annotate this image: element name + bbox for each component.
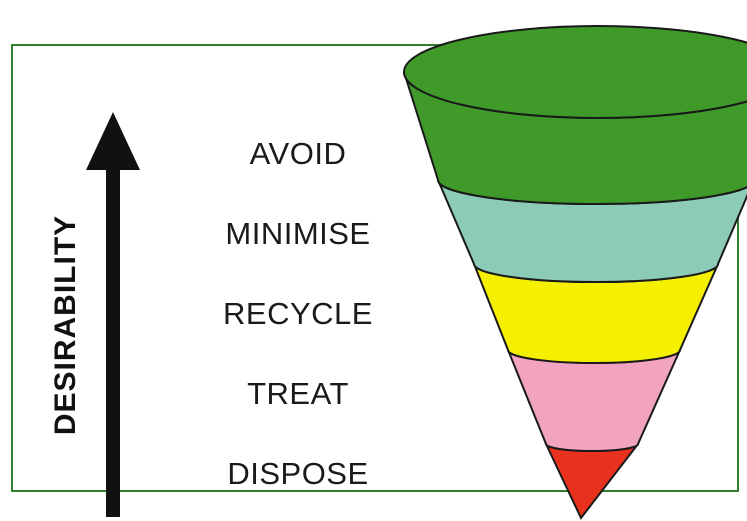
level-avoid-label: AVOID	[250, 136, 347, 172]
desirability-arrow	[82, 112, 144, 517]
arrow-head	[86, 112, 140, 170]
level-treat-label: TREAT	[247, 376, 349, 412]
desirability-axis-label: DESIRABILITY	[49, 215, 83, 435]
level-minimise-label: MINIMISE	[225, 216, 370, 252]
level-dispose-label: DISPOSE	[227, 456, 368, 492]
arrow-shaft	[106, 168, 120, 517]
level-recycle-label: RECYCLE	[223, 296, 373, 332]
